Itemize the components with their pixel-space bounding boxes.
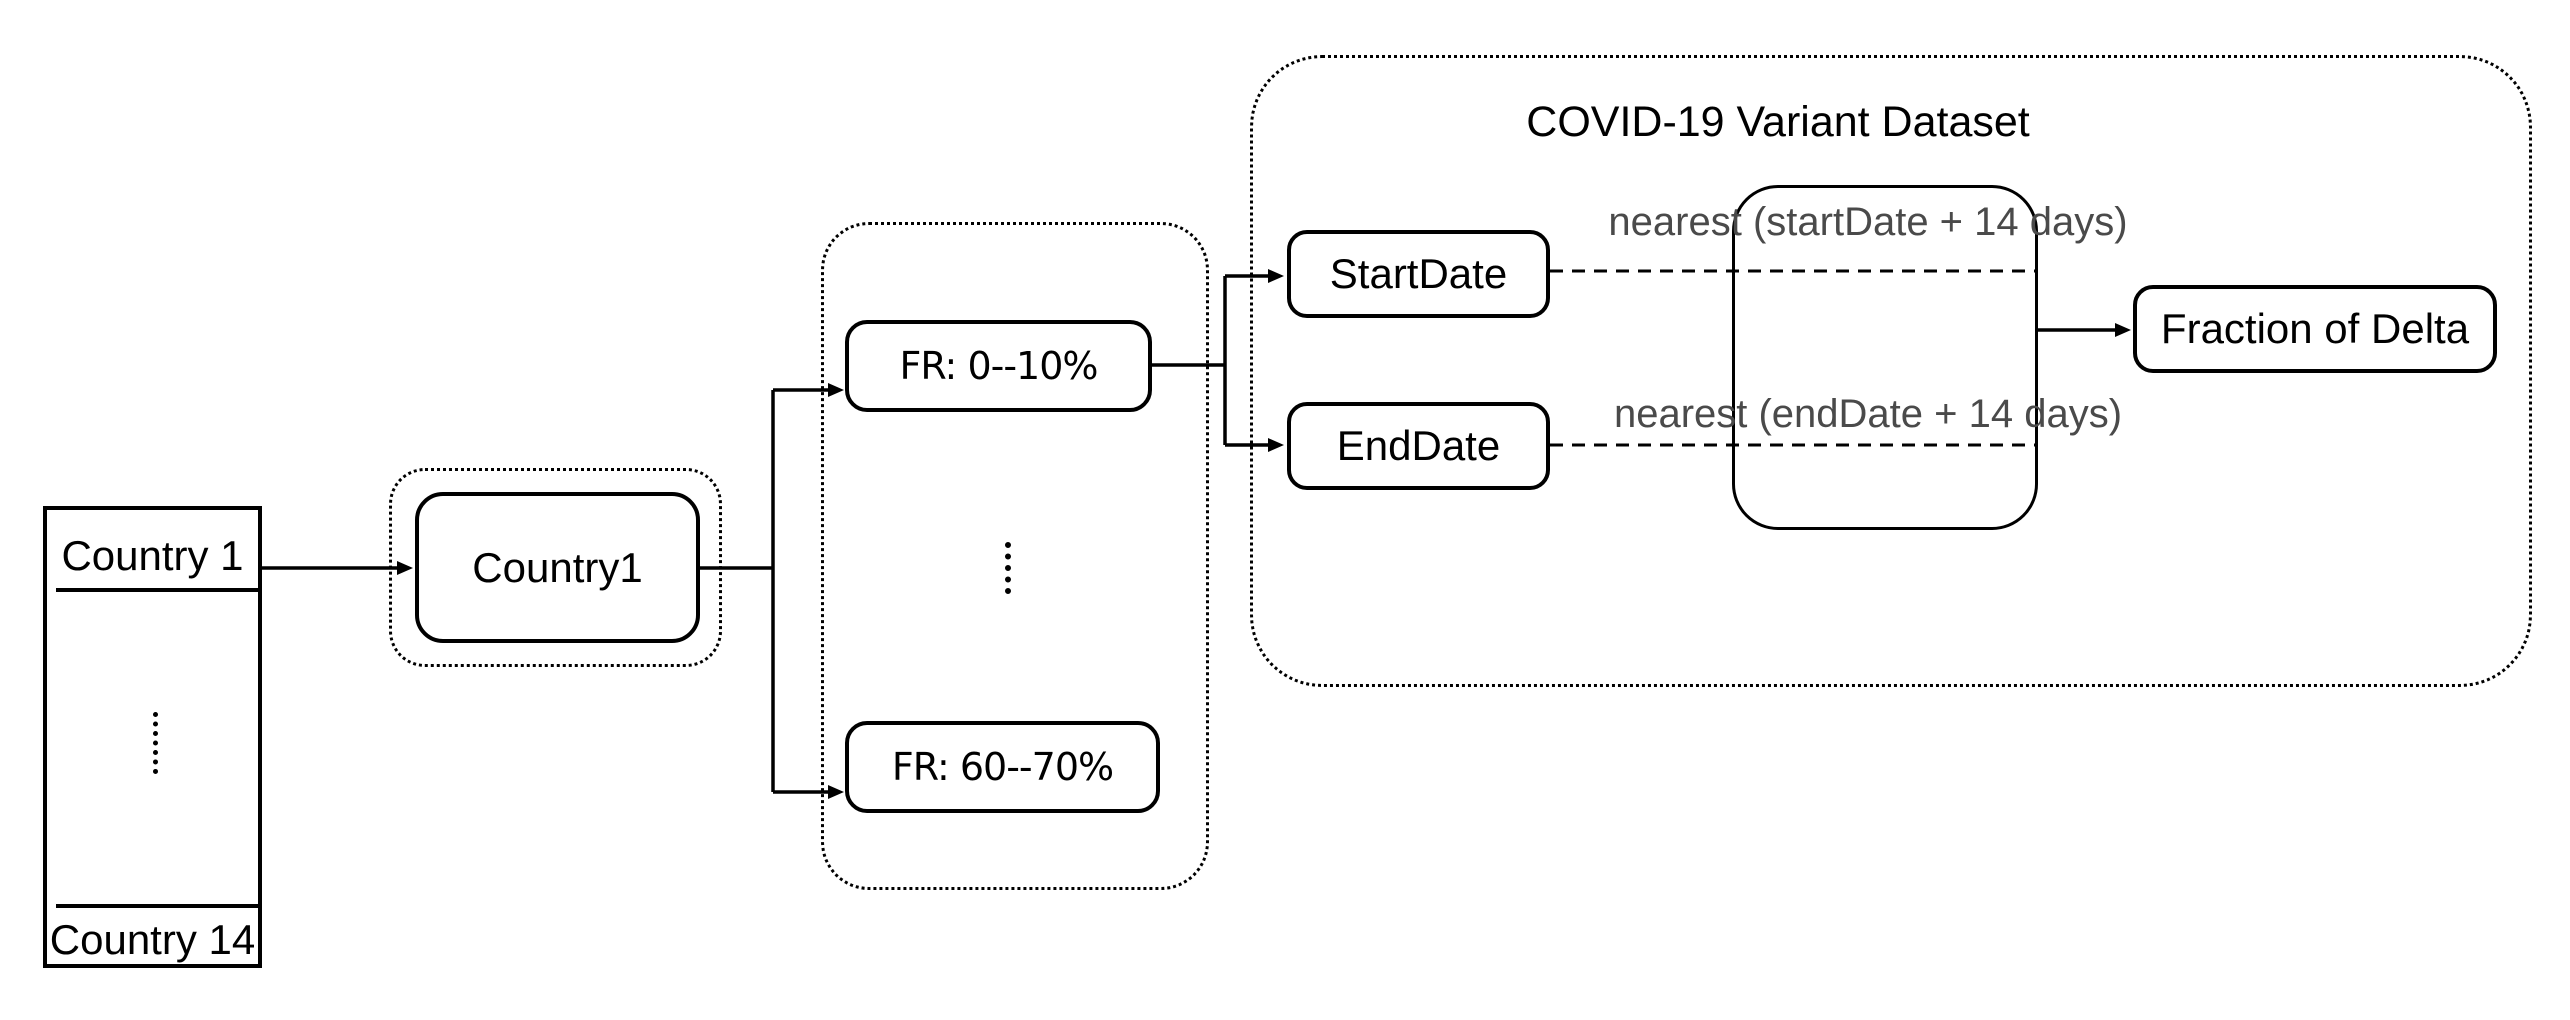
- startdate-edge-label: nearest (startDate + 14 days): [1608, 200, 2128, 244]
- fr-bins-group-container: [821, 222, 1209, 890]
- country-list-divider-top: [56, 588, 258, 592]
- fr-bin-bottom-label: FR: 60--70%: [891, 745, 1114, 789]
- fraction-of-delta-node: Fraction of Delta: [2133, 285, 2497, 373]
- startdate-node: StartDate: [1287, 230, 1550, 318]
- country-list-divider-bottom: [56, 904, 258, 908]
- vertical-ellipsis-icon: [1005, 542, 1011, 594]
- country-list-first-item: Country 1: [61, 532, 244, 579]
- date-window-rect: [1732, 185, 2038, 530]
- enddate-node-label: EndDate: [1336, 422, 1501, 469]
- enddate-node: EndDate: [1287, 402, 1550, 490]
- edge-frtop-to-date-junction: [1152, 276, 1227, 445]
- fr-bin-top-label: FR: 0--10%: [899, 344, 1098, 388]
- edge-country1-to-fr-junction: [700, 390, 775, 792]
- startdate-node-label: StartDate: [1329, 250, 1508, 297]
- vertical-ellipsis-icon: [153, 712, 158, 774]
- country1-node-label: Country1: [472, 543, 643, 591]
- country-list-last-item: Country 14: [49, 916, 256, 963]
- covid-variant-dataset-container: [1250, 55, 2532, 687]
- fraction-of-delta-label: Fraction of Delta: [2160, 305, 2470, 352]
- enddate-edge-label: nearest (endDate + 14 days): [1613, 392, 2123, 436]
- country1-node: Country1: [415, 492, 700, 643]
- fr-bin-bottom-node: FR: 60--70%: [845, 721, 1160, 813]
- country-list-box: Country 1 Country 14: [43, 506, 262, 968]
- fr-bin-top-node: FR: 0--10%: [845, 320, 1152, 412]
- dataset-title: COVID-19 Variant Dataset: [1526, 98, 2030, 146]
